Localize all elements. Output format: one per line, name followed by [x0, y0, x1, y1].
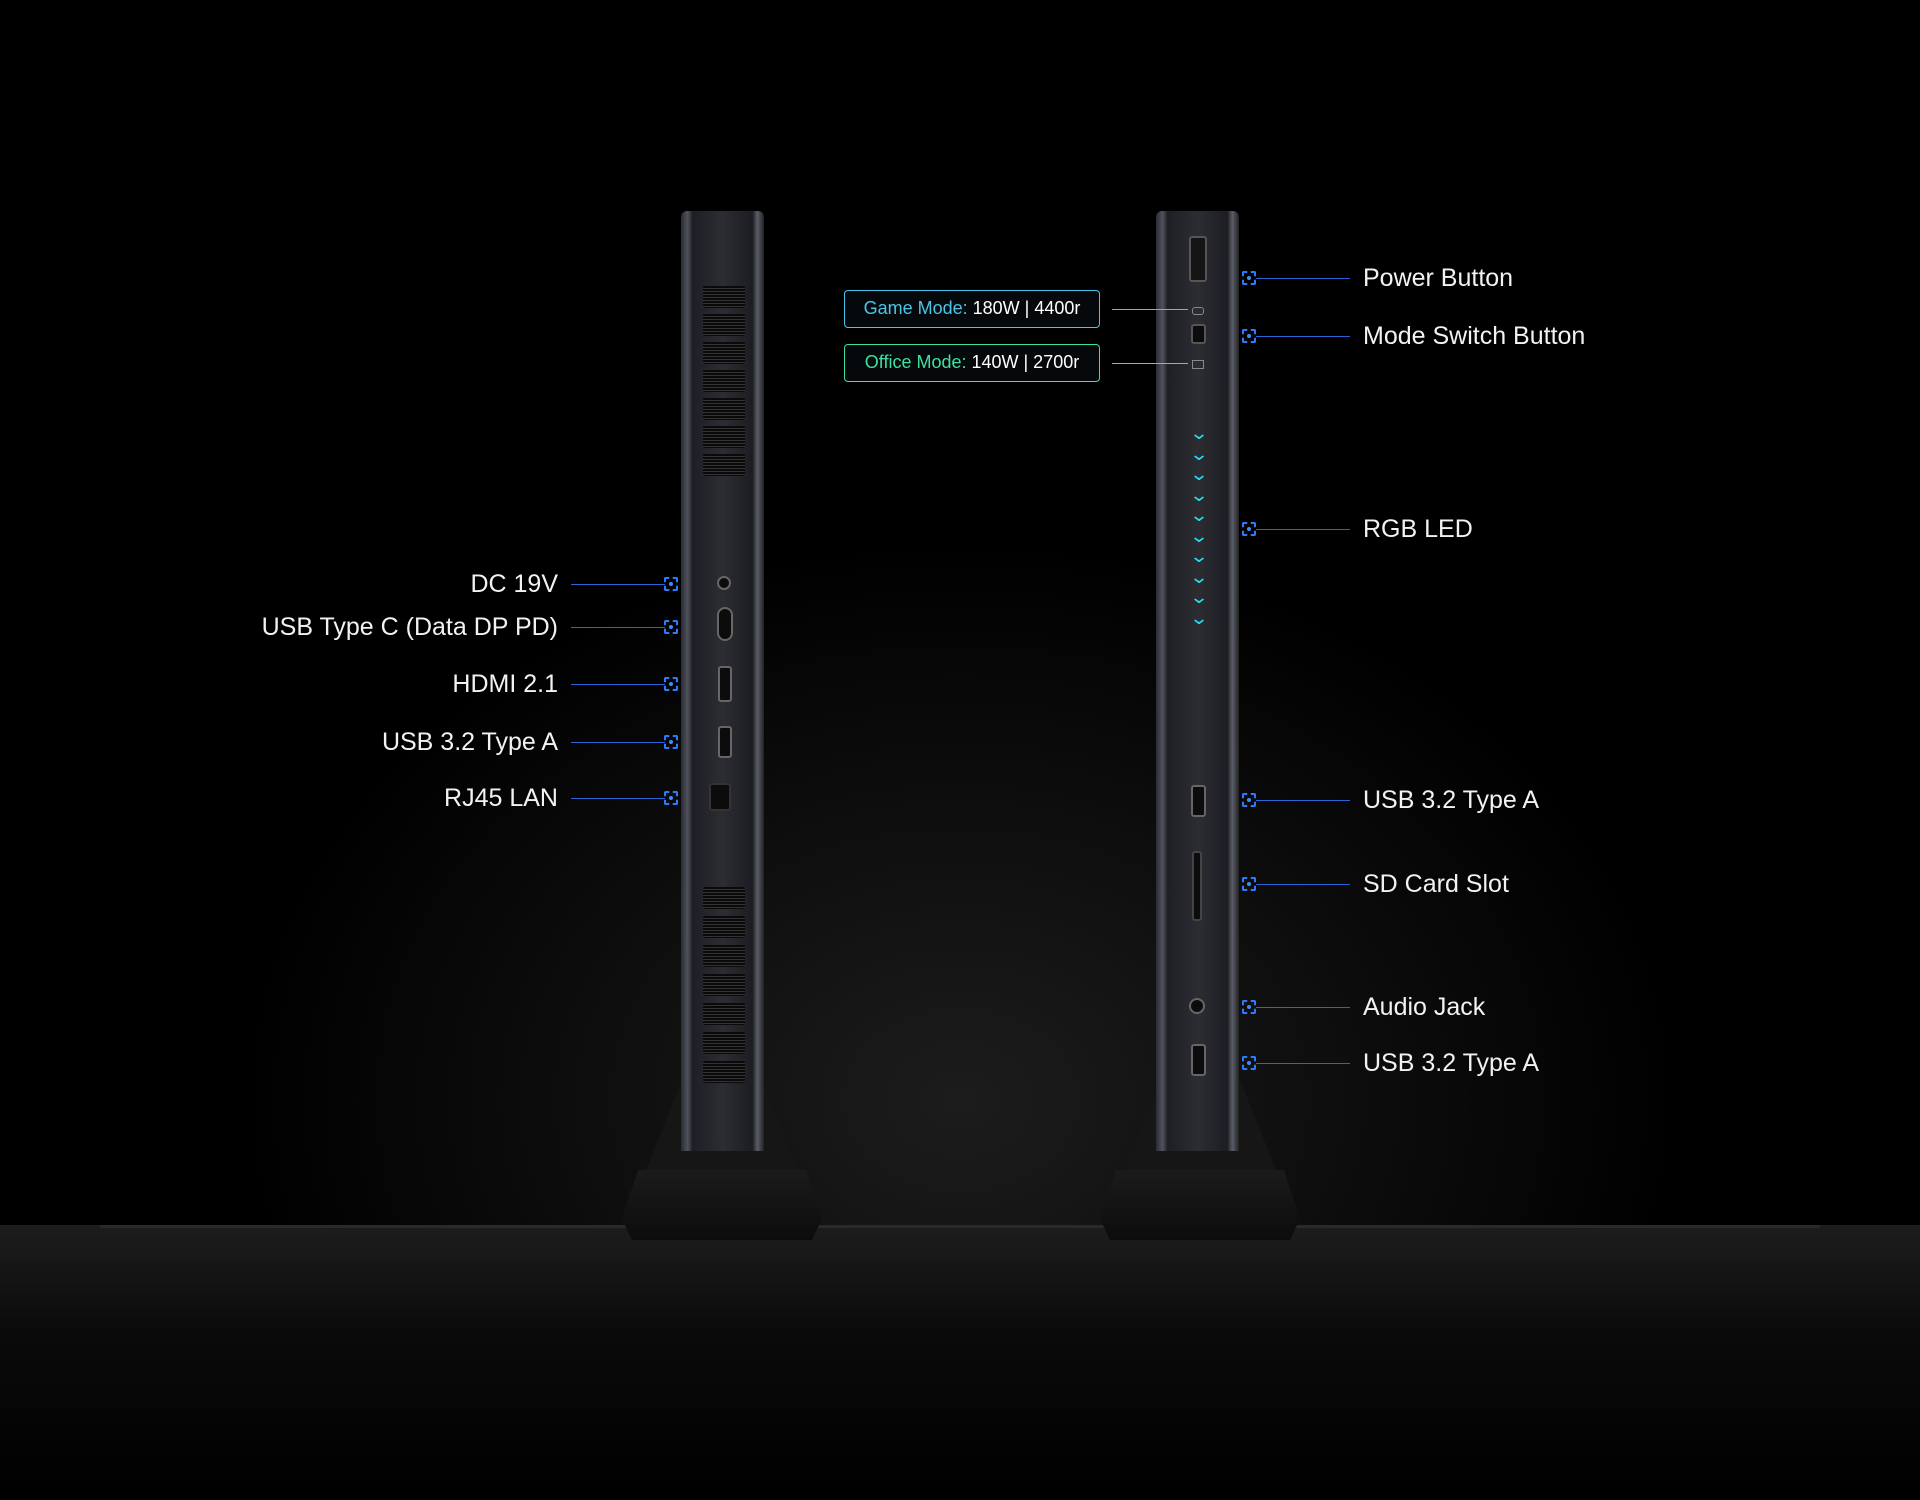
- floor: [0, 1225, 1920, 1500]
- audio-jack: [1189, 998, 1205, 1014]
- usb-a-port: [1191, 1044, 1206, 1076]
- game-mode-leader: [1112, 309, 1188, 310]
- game-mode-value: 180W | 4400r: [972, 298, 1081, 318]
- office-mode-icon: [1192, 360, 1204, 369]
- power-button: [1189, 236, 1207, 282]
- marker-icon: [664, 620, 678, 634]
- label-usb-a: USB 3.2 Type A: [381, 728, 558, 756]
- leader: [1256, 278, 1350, 279]
- usb-a-port: [1191, 785, 1206, 817]
- marker-icon: [1242, 271, 1256, 285]
- marker-icon: [664, 577, 678, 591]
- marker-icon: [1242, 793, 1256, 807]
- leader: [571, 742, 665, 743]
- leader: [1256, 884, 1350, 885]
- label-usb-a-front-1: USB 3.2 Type A: [1363, 786, 1540, 814]
- rj45-port: [709, 783, 731, 811]
- leader: [571, 798, 665, 799]
- leader: [1256, 800, 1350, 801]
- label-sd-card: SD Card Slot: [1363, 870, 1509, 898]
- label-rgb-led: RGB LED: [1363, 515, 1473, 543]
- label-usb-a-front-2: USB 3.2 Type A: [1363, 1049, 1540, 1077]
- office-mode-callout: Office Mode:140W | 2700r: [844, 344, 1100, 382]
- usb-a-port: [718, 726, 732, 758]
- marker-icon: [664, 677, 678, 691]
- office-mode-leader: [1112, 363, 1188, 364]
- leader: [1256, 1063, 1350, 1064]
- sd-card-slot: [1192, 851, 1202, 921]
- right-device-front-view: [1156, 211, 1239, 1151]
- leader: [571, 627, 665, 628]
- label-power-button: Power Button: [1363, 264, 1514, 292]
- label-usb-c: USB Type C (Data DP PD): [261, 613, 558, 641]
- hdmi-port: [718, 666, 732, 702]
- office-mode-key: Office Mode:: [864, 352, 967, 372]
- marker-icon: [1242, 1056, 1256, 1070]
- leader: [1256, 529, 1350, 530]
- left-device-rear-view: [681, 211, 764, 1151]
- leader: [571, 684, 665, 685]
- leader: [1256, 336, 1350, 337]
- marker-icon: [664, 735, 678, 749]
- usb-c-port: [717, 607, 733, 641]
- game-mode-callout: Game Mode:180W | 4400r: [844, 290, 1100, 328]
- mode-switch-button: [1191, 324, 1206, 344]
- marker-icon: [1242, 877, 1256, 891]
- marker-icon: [664, 791, 678, 805]
- leader: [1256, 1007, 1350, 1008]
- label-audio-jack: Audio Jack: [1363, 993, 1486, 1021]
- game-mode-icon: [1192, 307, 1204, 315]
- marker-icon: [1242, 329, 1256, 343]
- dc-port: [717, 576, 731, 590]
- label-dc: DC 19V: [470, 570, 558, 598]
- marker-icon: [1242, 522, 1256, 536]
- leader: [571, 584, 665, 585]
- marker-icon: [1242, 1000, 1256, 1014]
- office-mode-value: 140W | 2700r: [971, 352, 1080, 372]
- label-hdmi: HDMI 2.1: [452, 670, 558, 698]
- game-mode-key: Game Mode:: [863, 298, 968, 318]
- label-mode-switch: Mode Switch Button: [1363, 322, 1586, 350]
- label-rj45: RJ45 LAN: [444, 784, 558, 812]
